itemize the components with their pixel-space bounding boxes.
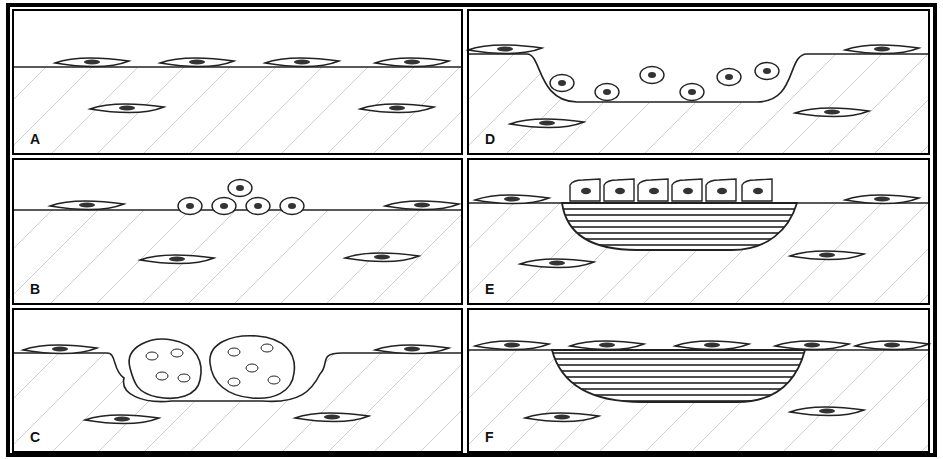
panel-box: E [467,158,930,305]
panel-letter: A [28,132,42,147]
panel-e-art [469,179,928,303]
panel-letter: E [483,282,496,297]
panel-c-art [14,336,461,451]
panel-box: D [467,9,930,155]
panel-letter: B [28,282,42,297]
panel-letter: F [483,430,496,445]
panel-letter: C [28,430,42,445]
panel-d-art [468,45,928,153]
panel-f-art [469,341,929,451]
panel-letter: D [483,132,497,147]
panel-b-art [14,180,461,304]
panel-a-art [14,58,461,153]
panel-box: B [12,158,463,305]
panel-box: C [12,308,463,453]
panel-box: F [467,308,930,453]
outer-frame [8,5,935,455]
panel-box: A [12,9,463,155]
